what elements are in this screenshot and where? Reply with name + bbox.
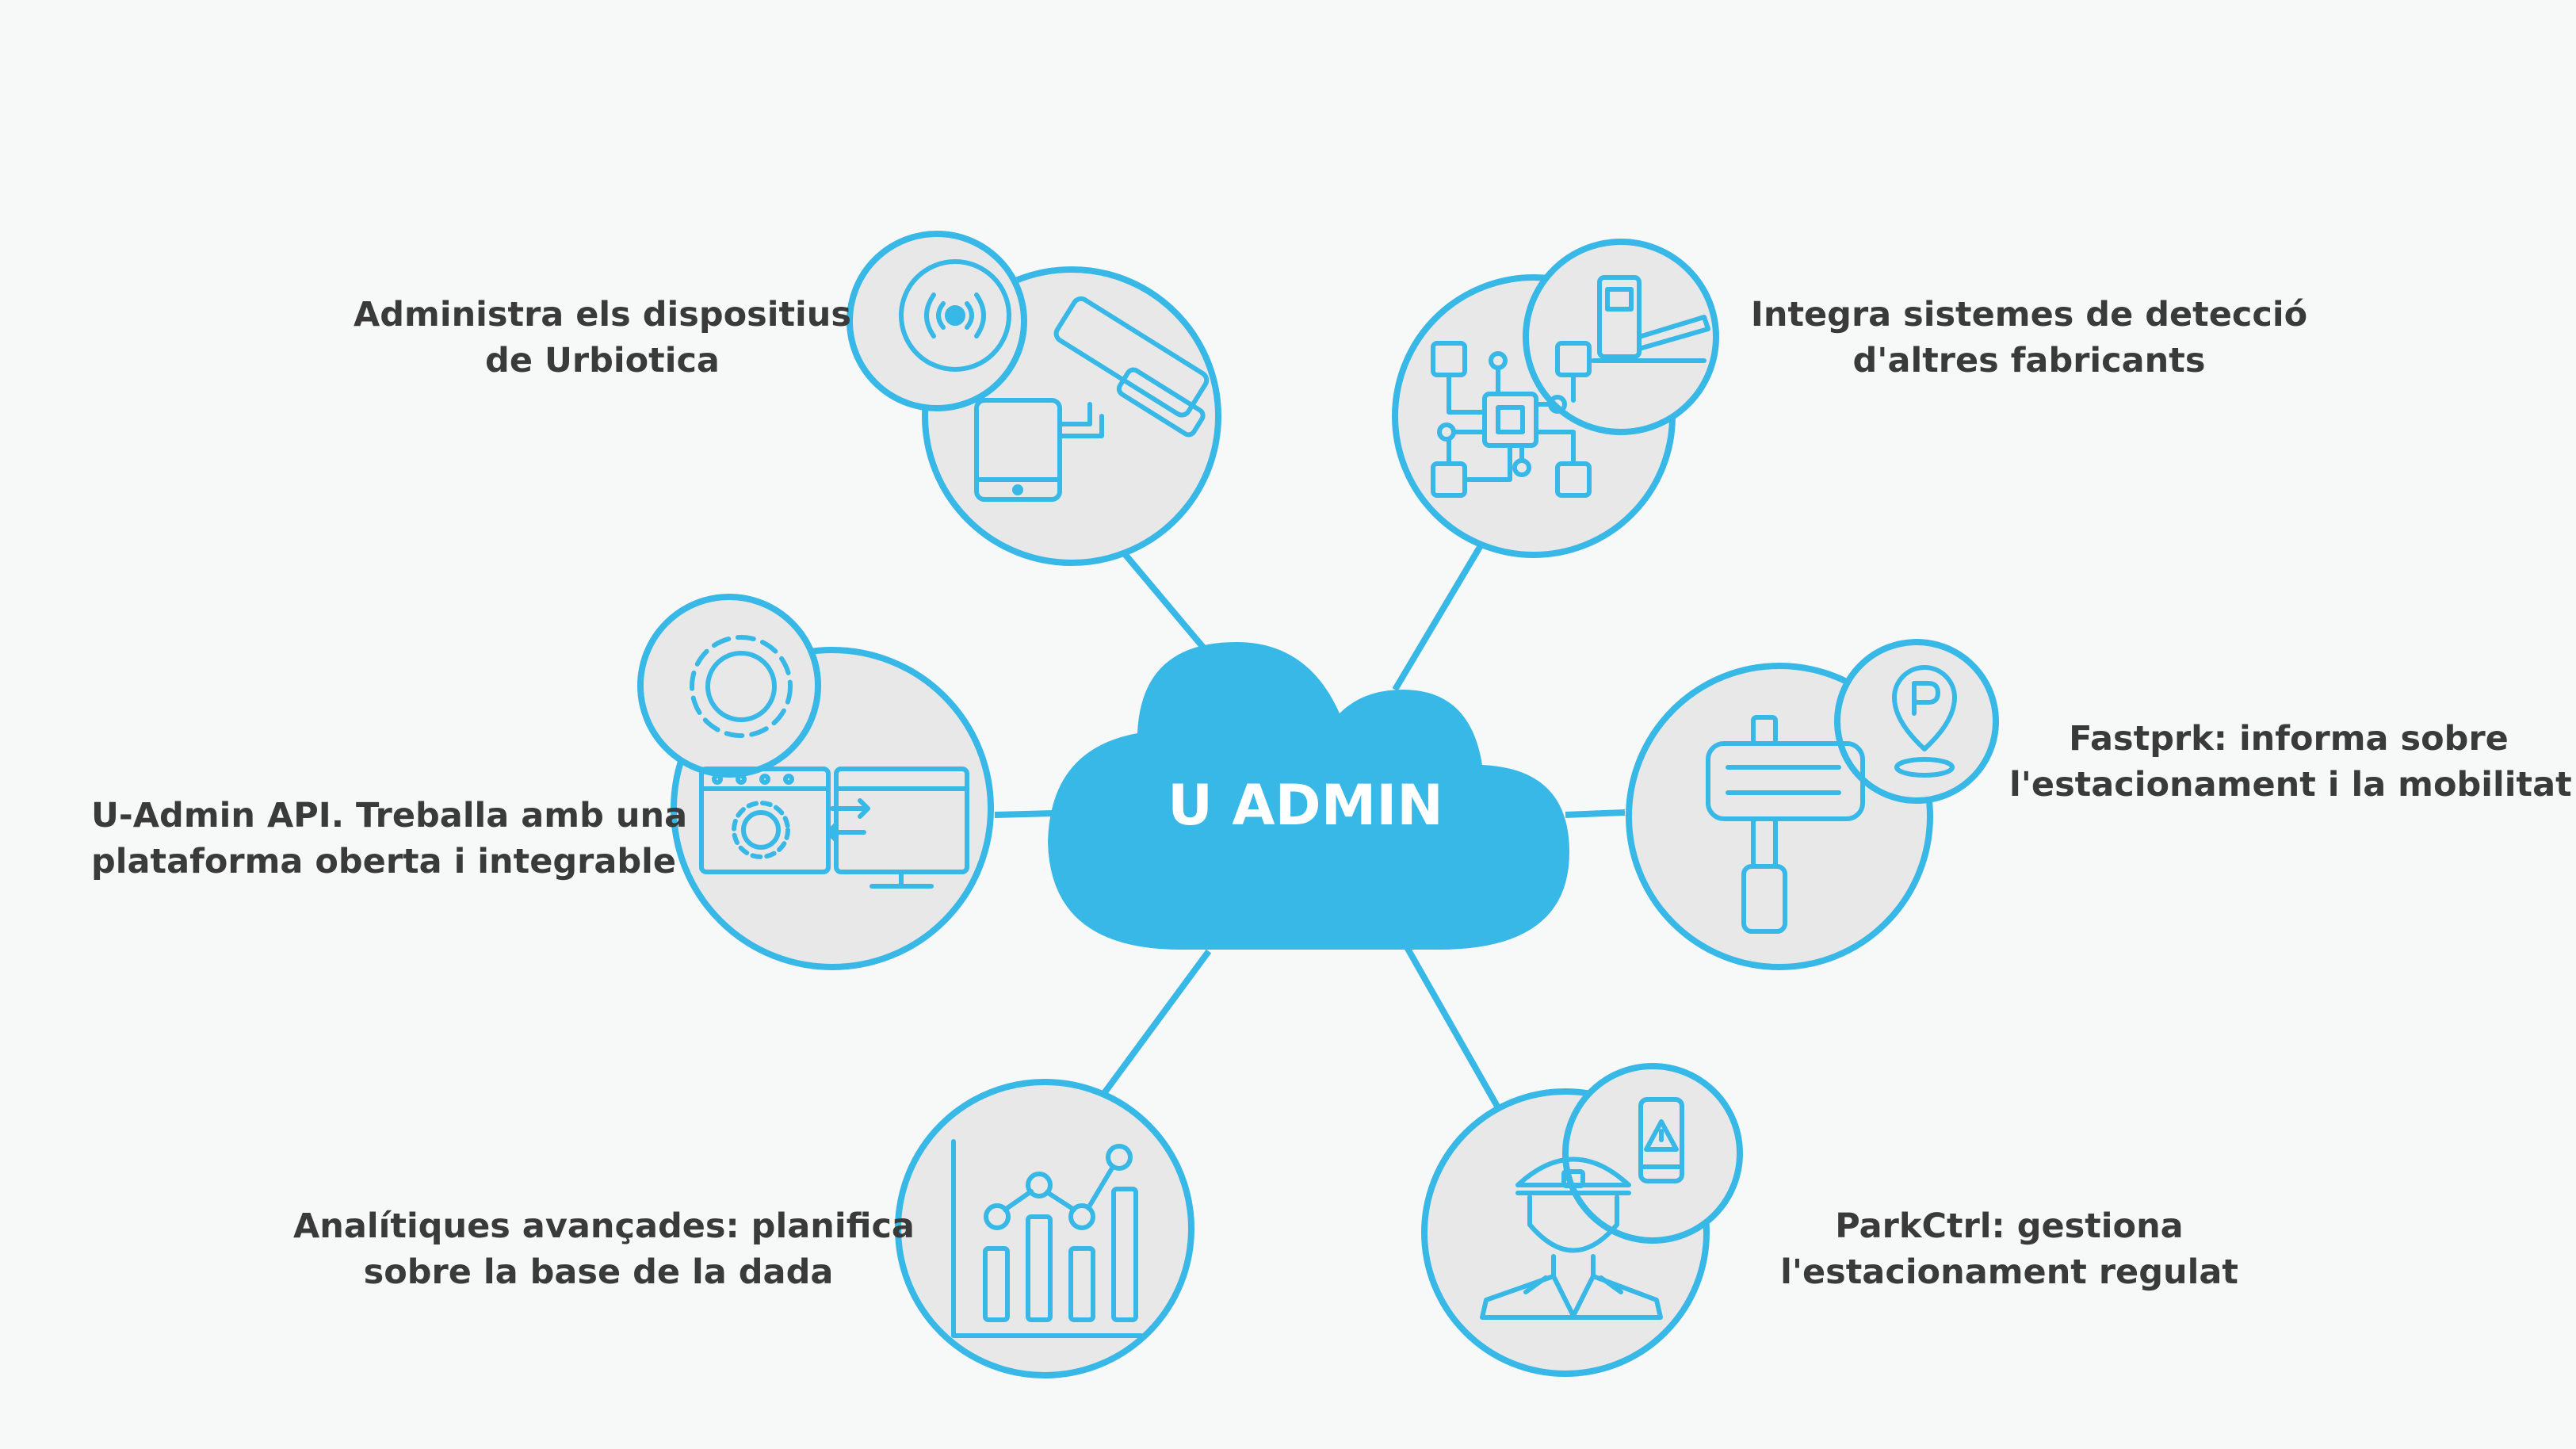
label-parkctrl-line2: l'estacionament regulat <box>1780 1252 2238 1292</box>
label-api-line2: plataforma oberta i integrable <box>91 842 677 881</box>
node-parkctrl <box>1421 1063 1743 1377</box>
connector-detection <box>1392 541 1485 692</box>
label-fastprk: Fastprk: informa sobre l'estacionament i… <box>2009 716 2572 808</box>
connector-devices <box>1122 552 1212 656</box>
tablet-camera-signal-icon <box>899 259 1210 502</box>
connector-api <box>994 810 1055 818</box>
parking-sign-icon <box>1706 665 1957 934</box>
node-fastprk <box>1626 639 1999 970</box>
label-devices-line2: de Urbiotica <box>485 341 720 380</box>
label-detection: Integra sistemes de detecció d'altres fa… <box>1740 292 2318 384</box>
label-detection-line2: d'altres fabricants <box>1852 341 2206 380</box>
connectors <box>994 541 1626 1123</box>
gear-screens-icon <box>690 635 969 889</box>
node-api <box>637 594 994 970</box>
label-devices-line1: Administra els dispositius <box>353 295 852 335</box>
circuit-barrier-icon <box>1431 275 1710 498</box>
label-api: U-Admin API. Treballa amb una plataforma… <box>91 793 688 885</box>
connector-analytics <box>1095 949 1212 1104</box>
node-analytics <box>895 1079 1194 1378</box>
label-api-line1: U-Admin API. Treballa amb una <box>91 796 688 835</box>
officer-phone-icon <box>1480 1097 1684 1320</box>
cloud-shape <box>1048 642 1569 950</box>
label-analytics-line1: Analítiques avançades: planifica <box>293 1206 915 1246</box>
bar-chart-icon <box>951 1139 1144 1338</box>
label-analytics-line2: sobre la base de la dada <box>363 1252 834 1292</box>
label-detection-line1: Integra sistemes de detecció <box>1750 295 2308 335</box>
label-parkctrl-line1: ParkCtrl: gestiona <box>1835 1206 2184 1246</box>
label-fastprk-line2: l'estacionament i la mobilitat <box>2009 765 2572 805</box>
connector-parkctrl <box>1404 946 1509 1123</box>
node-devices <box>847 231 1221 566</box>
center-title: U ADMIN <box>1168 773 1443 838</box>
label-parkctrl: ParkCtrl: gestiona l'estacionament regul… <box>1768 1203 2251 1295</box>
label-devices: Administra els dispositius de Urbiotica <box>337 292 868 384</box>
label-fastprk-line1: Fastprk: informa sobre <box>2069 719 2509 759</box>
label-analytics: Analítiques avançades: planifica sobre l… <box>293 1203 915 1295</box>
connector-fastprk <box>1565 809 1626 818</box>
central-cloud: U ADMIN <box>1048 642 1569 950</box>
